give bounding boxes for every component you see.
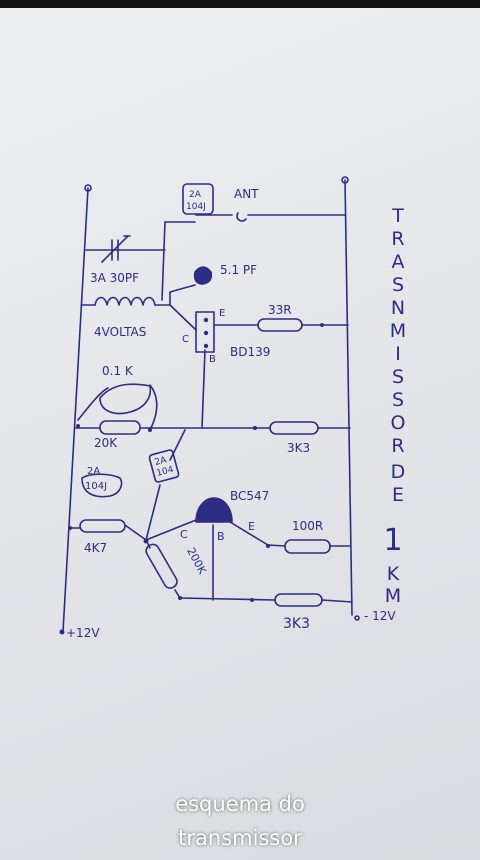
pin-c-label: C (182, 334, 189, 345)
title-letter: I (395, 343, 401, 365)
pin-c2-label: C (180, 528, 188, 541)
pin-b2-label: B (217, 530, 225, 543)
title-letter: N (391, 297, 405, 319)
antenna-icon (236, 212, 247, 222)
title-letter: T (391, 205, 404, 227)
wires (62, 176, 353, 633)
top-edge (0, 0, 480, 8)
transistor-bc547 (195, 497, 233, 523)
title-letter: A (392, 251, 405, 273)
title-letter: S (392, 389, 404, 411)
cap-5p1-label: 5.1 PF (220, 263, 257, 277)
title-letter: K (387, 563, 400, 585)
minus12-label: - 12V (364, 609, 396, 623)
pin-e-label: E (219, 308, 225, 319)
vertical-title: T R A S N M I S S O R D E 1 K M (383, 205, 406, 607)
ant-label: ANT (234, 187, 259, 201)
capacitor-104j-mid: 2A 104J (81, 466, 123, 498)
svg-text:2A: 2A (189, 190, 202, 200)
bc547-label: BC547 (230, 489, 269, 503)
trimmer-capacitor (101, 235, 131, 263)
resistor-33r (257, 318, 324, 332)
title-letter: O (391, 412, 406, 434)
resistor-3k3-top (253, 421, 319, 435)
resistor-3k3-bottom (178, 593, 323, 607)
title-letter: M (390, 320, 406, 342)
title-number: 1 (383, 523, 402, 558)
plus12-label: +12V (66, 626, 100, 640)
svg-text:2A: 2A (154, 455, 169, 468)
transistor-bd139 (195, 311, 215, 353)
res-33r-label: 33R (268, 303, 292, 317)
capacitor-5p1 (193, 266, 213, 285)
res-200k-label: 200K (184, 545, 209, 577)
coil-inductor (94, 296, 156, 306)
capacitor-104-tilted: 2A 104 (148, 449, 180, 483)
caption-line-2: transmissor (178, 826, 302, 850)
pin-e2-label: E (248, 520, 255, 533)
svg-text:2A: 2A (87, 466, 100, 477)
title-letter: D (391, 461, 406, 483)
trimmer-label: 3A 30PF (90, 271, 139, 285)
svg-text:104J: 104J (186, 202, 206, 212)
title-letter: R (391, 228, 404, 250)
resistor-20k (76, 420, 152, 435)
capacitor-104j-top: 2A 104J (182, 183, 214, 215)
caption-line-1: esquema do (175, 792, 305, 816)
svg-text:104: 104 (156, 465, 175, 479)
res-3k3-top-label: 3K3 (287, 441, 310, 455)
title-letter: S (392, 366, 404, 388)
cap-01k-label: 0.1 K (102, 364, 134, 378)
title-letter: S (392, 274, 404, 296)
res-3k3-bottom-label: 3K3 (283, 616, 310, 632)
resistor-100r (266, 539, 331, 554)
res-4k7-label: 4K7 (84, 541, 107, 555)
title-letter: E (392, 484, 404, 506)
capacitor-0p1k (99, 383, 152, 415)
res-20k-label: 20K (94, 436, 118, 450)
bd139-label: BD139 (230, 345, 270, 359)
coil-label: 4VOLTAS (94, 325, 146, 339)
svg-text:104J: 104J (85, 481, 107, 492)
resistor-4k7 (68, 519, 126, 533)
pin-b-label: B (209, 354, 216, 365)
title-letter: M (385, 585, 401, 607)
res-100r-label: 100R (292, 519, 323, 533)
resistor-200k (143, 538, 178, 589)
title-letter: R (391, 435, 404, 457)
